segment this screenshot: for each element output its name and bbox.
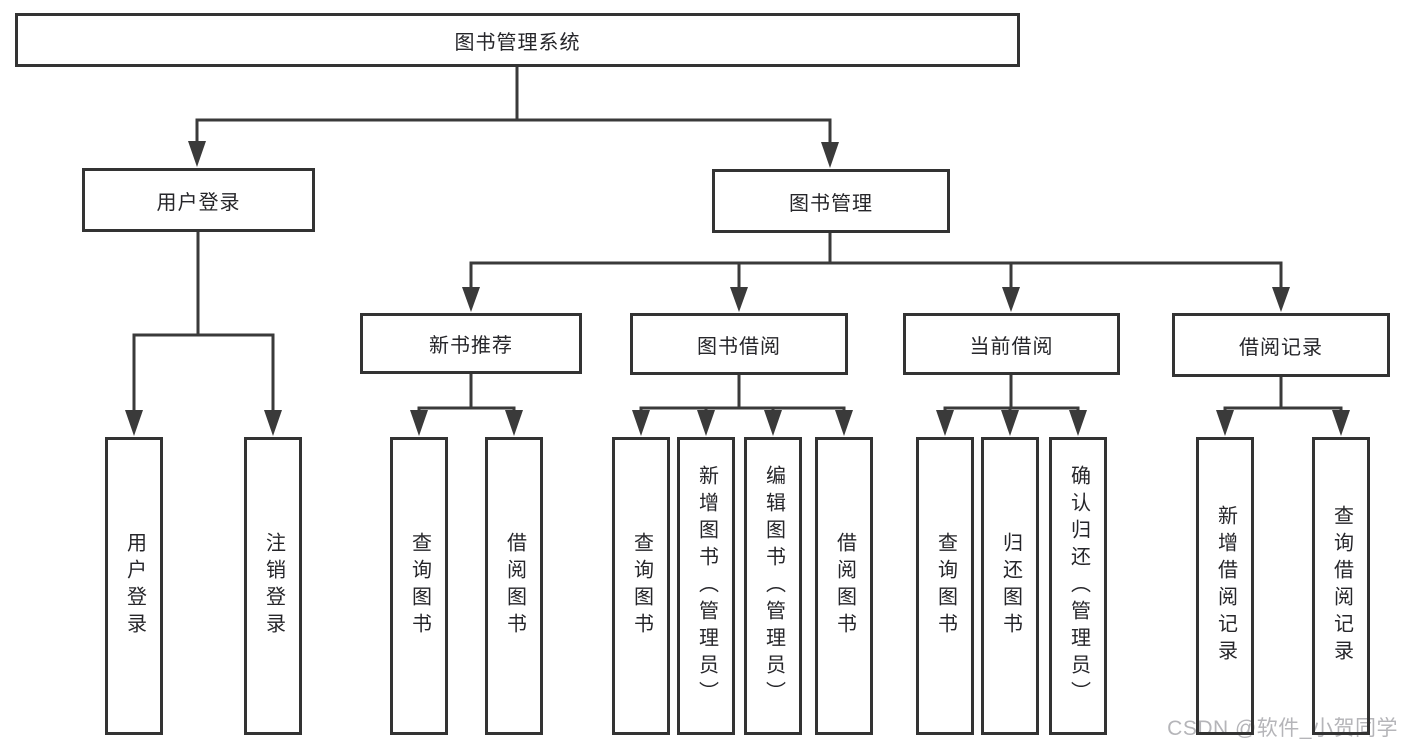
node-borrowing-records: 借阅记录 [1172, 313, 1390, 377]
leaf-query-books-borrowing-label: 查询图书 [630, 532, 653, 640]
leaf-borrow-books-borrowing-label: 借阅图书 [833, 532, 856, 640]
leaf-add-borrow-record: 新增借阅记录 [1196, 437, 1254, 735]
node-new-book-recommend-label: 新书推荐 [429, 335, 513, 357]
leaf-query-books-recommend-label: 查询图书 [408, 532, 431, 640]
leaf-edit-book-admin: 编辑图书（管理员） [744, 437, 802, 735]
leaf-confirm-return-admin: 确认归还（管理员） [1049, 437, 1107, 735]
node-borrowing-records-label: 借阅记录 [1239, 336, 1323, 359]
node-book-borrowing-label: 图书借阅 [697, 335, 781, 358]
node-new-book-recommend: 新书推荐 [360, 313, 582, 374]
node-current-borrowing-label: 当前借阅 [969, 335, 1054, 358]
leaf-add-book-admin: 新增图书（管理员） [677, 437, 735, 735]
leaf-query-books-current-label: 查询图书 [934, 532, 957, 640]
leaf-return-books: 归还图书 [981, 437, 1039, 735]
node-current-borrowing: 当前借阅 [903, 313, 1120, 375]
arrowheads [125, 141, 1350, 436]
leaf-user-login: 用户登录 [105, 437, 163, 735]
leaf-return-books-label: 归还图书 [999, 532, 1022, 640]
node-book-borrowing: 图书借阅 [630, 313, 848, 375]
watermark: CSDN @软件_小贺同学 [1167, 717, 1398, 740]
node-root: 图书管理系统 [15, 13, 1020, 67]
leaf-edit-book-admin-label: 编辑图书（管理员） [762, 464, 785, 708]
leaf-confirm-return-admin-label: 确认归还（管理员） [1067, 464, 1090, 708]
leaf-user-login-label: 用户登录 [123, 532, 146, 640]
leaf-query-borrow-record-label: 查询借阅记录 [1330, 505, 1353, 667]
leaf-borrow-books-recommend: 借阅图书 [485, 437, 543, 735]
leaf-query-borrow-record: 查询借阅记录 [1312, 437, 1370, 735]
node-root-label: 图书管理系统 [454, 31, 581, 54]
leaf-borrow-books-borrowing: 借阅图书 [815, 437, 873, 735]
node-user-login-label: 用户登录 [156, 191, 241, 214]
leaf-add-book-admin-label: 新增图书（管理员） [695, 464, 718, 708]
node-book-management: 图书管理 [712, 169, 950, 233]
leaf-query-books-recommend: 查询图书 [390, 437, 448, 735]
leaf-logout-label: 注销登录 [262, 532, 285, 640]
leaf-borrow-books-recommend-label: 借阅图书 [503, 532, 526, 640]
leaf-query-books-borrowing: 查询图书 [612, 437, 670, 735]
node-book-management-label: 图书管理 [789, 192, 873, 215]
leaf-logout: 注销登录 [244, 437, 302, 735]
leaf-query-books-current: 查询图书 [916, 437, 974, 735]
node-user-login: 用户登录 [82, 168, 315, 232]
leaf-add-borrow-record-label: 新增借阅记录 [1214, 505, 1237, 667]
